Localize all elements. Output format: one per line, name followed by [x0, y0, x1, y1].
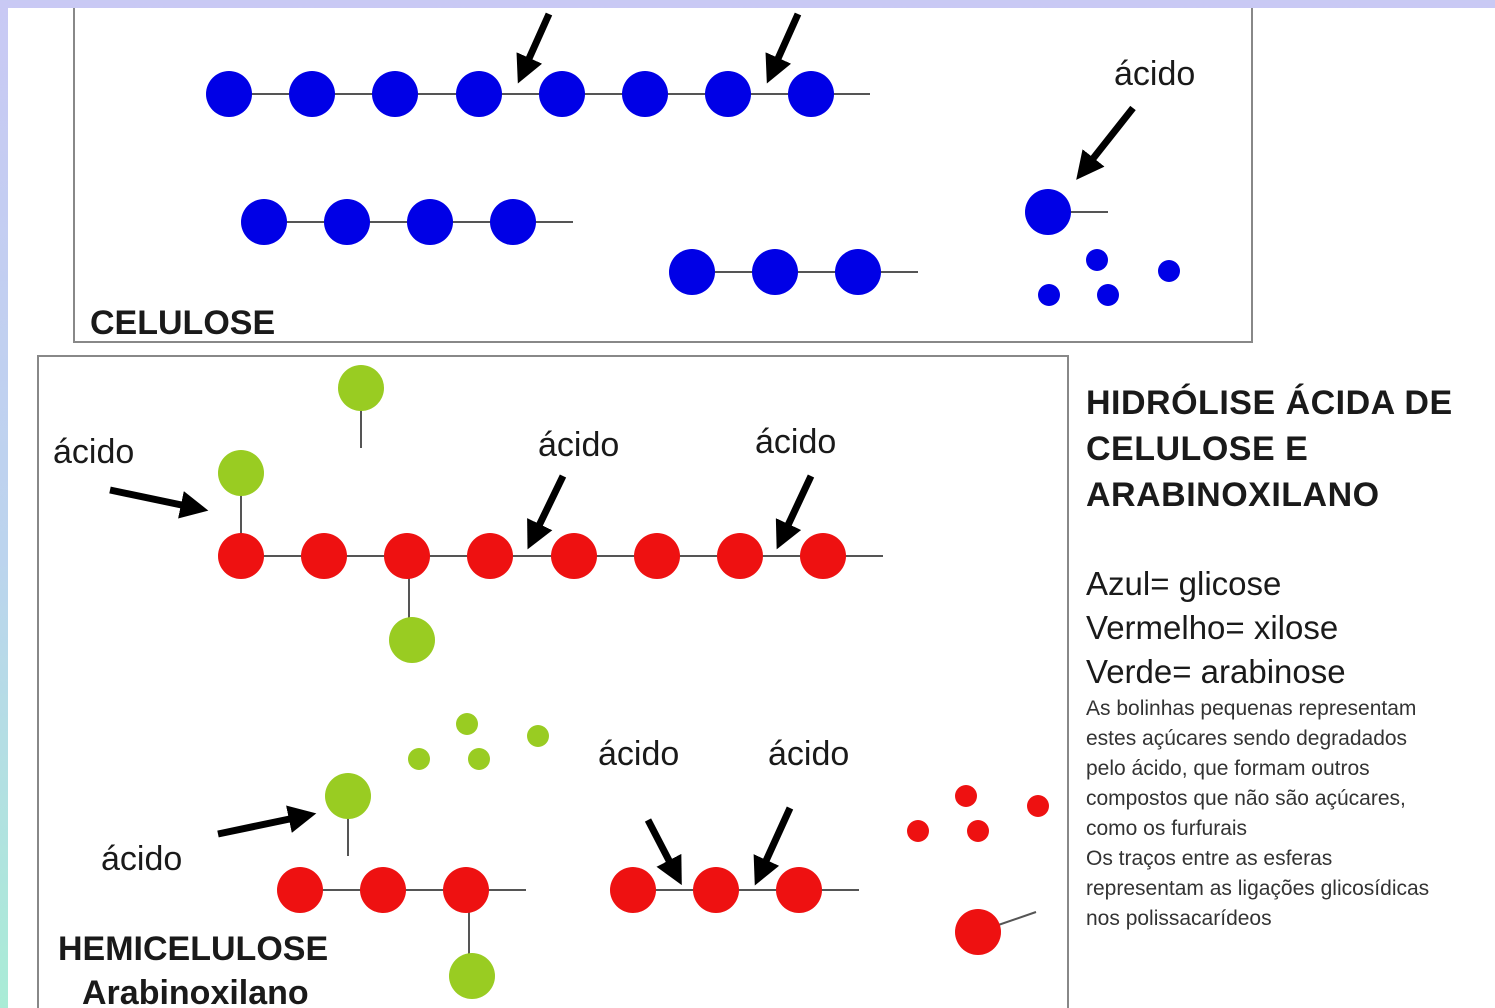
glucose-sphere — [788, 71, 834, 117]
degraded-arabinose-dot — [527, 725, 549, 747]
degraded-glucose-dot — [1097, 284, 1119, 306]
xylose-sphere — [776, 867, 822, 913]
acid-arrow — [109, 486, 209, 519]
legend-note-line: As bolinhas pequenas representam — [1086, 697, 1417, 720]
hemicellulose-label: HEMICELULOSE — [58, 930, 328, 968]
legend-key-glucose: Azul= glicose — [1086, 565, 1282, 602]
degraded-glucose-dot — [1086, 249, 1108, 271]
glucose-sphere — [705, 71, 751, 117]
xylose-sphere — [717, 533, 763, 579]
legend-title: HIDRÓLISE ÁCIDA DE CELULOSE E ARABINOXIL… — [1086, 380, 1495, 518]
glucose-sphere — [752, 249, 798, 295]
xylose-sphere — [443, 867, 489, 913]
degraded-xylose-dot — [955, 785, 977, 807]
degraded-xylose-dot — [967, 820, 989, 842]
xylose-sphere — [610, 867, 656, 913]
degraded-arabinose-dot — [468, 748, 490, 770]
arabinose-sphere — [325, 773, 371, 819]
cellulose-box — [73, 8, 1253, 343]
degraded-xylose-dot — [1027, 795, 1049, 817]
arabinose-sphere — [389, 617, 435, 663]
legend-note-line: nos polissacarídeos — [1086, 907, 1272, 930]
xylose-sphere — [551, 533, 597, 579]
glucose-sphere — [456, 71, 502, 117]
xylose-sphere — [693, 867, 739, 913]
acid-arrow — [775, 474, 815, 550]
glucose-sphere — [669, 249, 715, 295]
glucose-sphere — [407, 199, 453, 245]
arabinose-sphere — [449, 953, 495, 999]
legend-note-line: como os furfurais — [1086, 817, 1248, 840]
legend-note-line: pelo ácido, que formam outros — [1086, 757, 1370, 780]
glucose-sphere — [1025, 189, 1071, 235]
acid-arrow — [217, 805, 317, 838]
degraded-arabinose-dot — [408, 748, 430, 770]
glucose-sphere — [206, 71, 252, 117]
acid-arrow — [765, 12, 802, 84]
acid-arrow — [527, 474, 567, 550]
legend-key-xylose: Vermelho= xilose — [1086, 609, 1339, 646]
acid-arrow — [516, 12, 553, 84]
acid-label: ácido — [53, 433, 134, 471]
legend: HIDRÓLISE ÁCIDA DE CELULOSE E ARABINOXIL… — [1086, 380, 1495, 934]
arabinose-sphere — [218, 450, 264, 496]
legend-note-line: estes açúcares sendo degradados — [1086, 727, 1408, 750]
xylose-sphere — [955, 909, 1001, 955]
degraded-arabinose-dot — [456, 713, 478, 735]
acid-label: ácido — [768, 735, 849, 773]
glucose-sphere — [490, 199, 536, 245]
acid-label: ácido — [755, 423, 836, 461]
arabinoxylan-label: Arabinoxilano — [82, 974, 309, 1008]
arrows-layer — [109, 12, 1136, 886]
glucose-sphere — [372, 71, 418, 117]
acid-label: ácido — [101, 840, 182, 878]
acid-arrow — [644, 818, 682, 886]
acid-label: ácido — [1114, 55, 1195, 93]
legend-note-line: Os traços entre as esferas — [1086, 847, 1333, 870]
glucose-sphere — [622, 71, 668, 117]
xylose-sphere — [634, 533, 680, 579]
spheres-layer — [206, 71, 1180, 999]
xylose-sphere — [218, 533, 264, 579]
legend-title-line: CELULOSE E — [1086, 430, 1309, 468]
legend-key-arabinose: Verde= arabinose — [1086, 653, 1346, 690]
diagram: ácido ácido ácido ácido ácido ácido ácid… — [37, 8, 1253, 1008]
degraded-xylose-dot — [907, 820, 929, 842]
legend-title-line: HIDRÓLISE ÁCIDA DE — [1086, 384, 1453, 422]
degraded-glucose-dot — [1038, 284, 1060, 306]
cellulose-label: CELULOSE — [90, 304, 275, 342]
degraded-glucose-dot — [1158, 260, 1180, 282]
xylose-sphere — [301, 533, 347, 579]
glucose-sphere — [289, 71, 335, 117]
glucose-sphere — [324, 199, 370, 245]
legend-note-line: compostos que não são açúcares, — [1086, 787, 1406, 810]
xylose-sphere — [800, 533, 846, 579]
xylose-sphere — [467, 533, 513, 579]
acid-label: ácido — [538, 426, 619, 464]
glucose-sphere — [241, 199, 287, 245]
arabinose-sphere — [338, 365, 384, 411]
xylose-sphere — [360, 867, 406, 913]
legend-note-line: representam as ligações glicosídicas — [1086, 877, 1430, 900]
legend-notes: As bolinhas pequenas representam estes a… — [1086, 694, 1495, 934]
hemicellulose-box — [37, 355, 1069, 1008]
acid-arrow — [753, 806, 794, 886]
canvas: ácido ácido ácido ácido ácido ácido ácid… — [8, 8, 1495, 1008]
legend-title-line: ARABINOXILANO — [1086, 476, 1380, 514]
acid-label: ácido — [598, 735, 679, 773]
xylose-sphere — [384, 533, 430, 579]
glucose-sphere — [835, 249, 881, 295]
glucose-sphere — [539, 71, 585, 117]
acid-arrow — [1076, 105, 1136, 180]
xylose-sphere — [277, 867, 323, 913]
legend-keys: Azul= glicose Vermelho= xilose Verde= ar… — [1086, 562, 1495, 694]
